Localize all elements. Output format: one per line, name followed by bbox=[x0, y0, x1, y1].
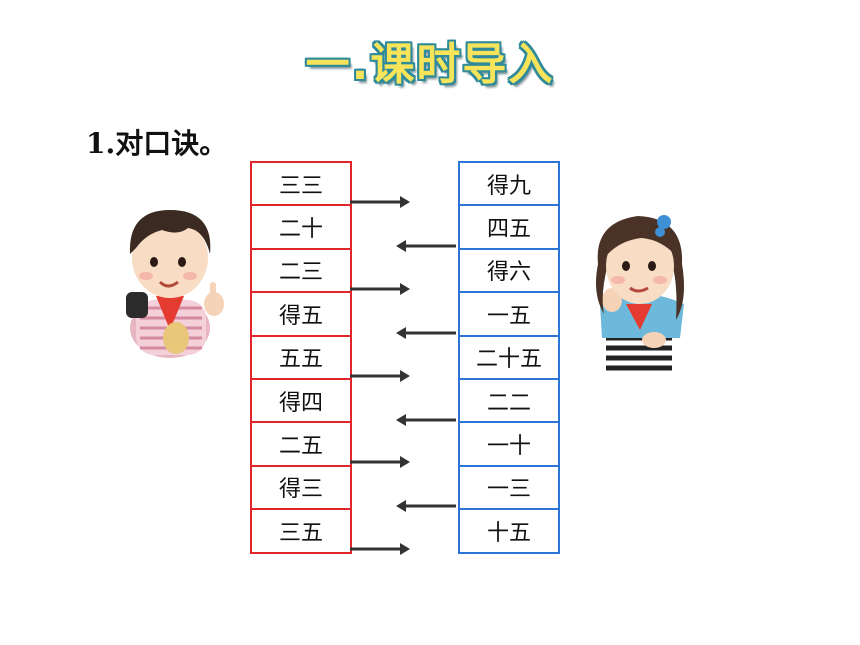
arrow-right-icon bbox=[350, 455, 410, 469]
girl-illustration bbox=[596, 215, 684, 372]
arrow-left-icon bbox=[396, 326, 456, 340]
right-column: 得九 四五 得六 一五 二十五 二二 一十 一三 十五 bbox=[458, 161, 560, 554]
arrow-right-icon bbox=[350, 369, 410, 383]
right-cell[interactable]: 二十五 bbox=[460, 337, 558, 380]
left-cell[interactable]: 二十 bbox=[252, 206, 350, 250]
arrow-left-icon bbox=[396, 413, 456, 427]
exercise-heading: 1.对口诀。 bbox=[86, 127, 228, 160]
left-cell[interactable]: 二三 bbox=[252, 250, 350, 294]
arrow-right-icon bbox=[350, 542, 410, 556]
right-cell[interactable]: 四五 bbox=[460, 206, 558, 250]
left-cell[interactable]: 得四 bbox=[252, 380, 350, 424]
left-cell[interactable]: 三三 bbox=[252, 163, 350, 207]
arrow-left-icon bbox=[396, 499, 456, 513]
right-cell[interactable]: 一五 bbox=[460, 293, 558, 337]
arrow-left-icon bbox=[396, 239, 456, 253]
right-cell[interactable]: 得六 bbox=[460, 250, 558, 294]
boy-illustration bbox=[126, 210, 224, 358]
right-cell[interactable]: 二二 bbox=[460, 380, 558, 424]
left-column: 三三 二十 二三 得五 五五 得四 二五 得三 三五 bbox=[250, 161, 352, 554]
page-title: 一.课时导入 bbox=[305, 39, 555, 90]
arrow-right-icon bbox=[350, 195, 410, 209]
right-cell[interactable]: 一三 bbox=[460, 467, 558, 511]
left-cell[interactable]: 五五 bbox=[252, 337, 350, 380]
right-cell[interactable]: 十五 bbox=[460, 510, 558, 554]
arrow-right-icon bbox=[350, 282, 410, 296]
left-cell[interactable]: 三五 bbox=[252, 510, 350, 554]
left-cell[interactable]: 得三 bbox=[252, 467, 350, 511]
right-cell[interactable]: 一十 bbox=[460, 423, 558, 467]
right-cell[interactable]: 得九 bbox=[460, 163, 558, 207]
left-cell[interactable]: 二五 bbox=[252, 423, 350, 467]
left-cell[interactable]: 得五 bbox=[252, 293, 350, 337]
